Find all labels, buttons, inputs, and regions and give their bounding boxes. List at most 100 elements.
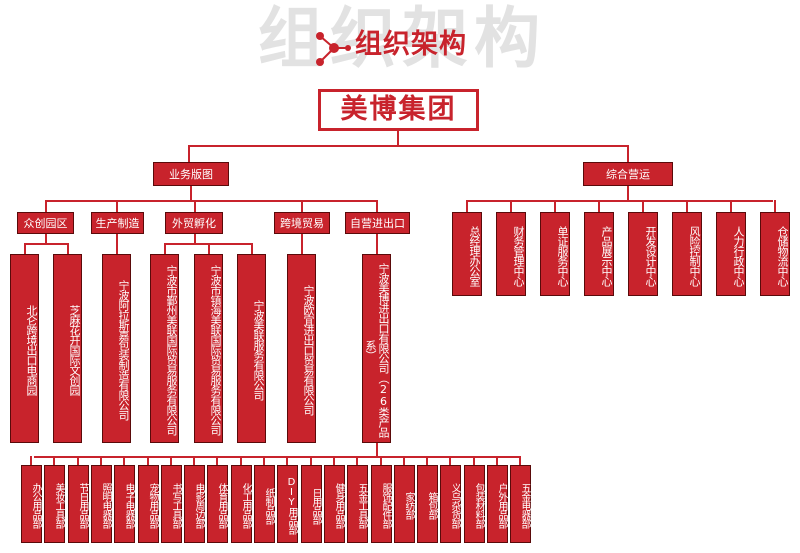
connector-line: [208, 243, 210, 255]
connector-line: [194, 234, 196, 244]
connector-line: [67, 243, 69, 255]
connector-line: [449, 456, 451, 466]
connector-line: [380, 456, 382, 466]
department-box: 电影周边部: [184, 465, 205, 543]
connector-line: [263, 456, 265, 466]
connector-line: [24, 243, 26, 255]
business-map-box: 业务版图: [153, 162, 229, 186]
connector-line: [188, 145, 190, 163]
group-box: 自营进出口: [345, 212, 410, 234]
connector-line: [45, 200, 47, 213]
connector-line: [116, 200, 118, 213]
connector-line: [333, 456, 335, 466]
department-box: 体育用品部: [207, 465, 228, 543]
department-box: 义乌杂货部: [440, 465, 461, 543]
unit-box: 北仑跨境出口电商园: [10, 254, 39, 443]
department-box: 日用品部: [301, 465, 322, 543]
connector-line: [301, 200, 303, 213]
connector-line: [376, 200, 378, 213]
connector-line: [510, 200, 512, 213]
connector-line: [774, 200, 776, 213]
operations-center-box: 人力行政中心: [716, 212, 746, 296]
department-box: 服饰配件部: [371, 465, 392, 543]
connector-line: [194, 200, 196, 213]
connector-line: [376, 443, 378, 457]
connector-line: [310, 456, 312, 466]
connector-line: [376, 234, 378, 255]
unit-box: 宁波美联服务有限公司: [237, 254, 266, 443]
connector-line: [356, 456, 358, 466]
molecule-icon: [316, 32, 351, 66]
unit-box: 宁波阿拉斯嘉包装制造有限公司: [102, 254, 131, 443]
connector-line: [116, 234, 118, 255]
department-box: 节日用品部: [68, 465, 89, 543]
department-box: DIY用品部: [277, 465, 298, 543]
connector-line: [190, 186, 192, 201]
department-box: 书写工具部: [161, 465, 182, 543]
connector-line: [598, 200, 600, 213]
connector-line: [301, 234, 303, 255]
unit-box: 宁波欧宜进出口贸易有限公司: [287, 254, 316, 443]
group-box: 生产制造: [91, 212, 144, 234]
connector-line: [627, 186, 629, 201]
operations-center-box: 仓储物流中心: [760, 212, 790, 296]
operations-center-box: 总经理办公室: [452, 212, 482, 296]
connector-line: [188, 145, 628, 147]
unit-box: 宁波市镇海美联国际贸易服务有限公司: [194, 254, 223, 443]
department-box: 美妆工具部: [44, 465, 65, 543]
connector-line: [45, 234, 47, 244]
operations-center-box: 开发设计中心: [628, 212, 658, 296]
unit-box: 宁波市鄞州美联国际贸易服务有限公司: [150, 254, 179, 443]
connector-line: [473, 456, 475, 466]
company-name: 美博集团: [318, 89, 479, 131]
connector-line: [466, 200, 773, 202]
department-box: 包装材料部: [464, 465, 485, 543]
unit-box: 宁波美博进出口有限公司（26类产品系）: [362, 254, 391, 443]
connector-line: [554, 200, 556, 213]
connector-line: [53, 456, 55, 466]
department-box: 户外用品部: [487, 465, 508, 543]
group-box: 外贸孵化: [165, 212, 223, 234]
connector-line: [519, 456, 521, 466]
department-box: 家纺部: [394, 465, 415, 543]
connector-line: [426, 456, 428, 466]
department-box: 纸制品部: [254, 465, 275, 543]
department-box: 健身用品部: [324, 465, 345, 543]
connector-line: [397, 131, 399, 146]
connector-line: [466, 200, 468, 213]
connector-line: [240, 456, 242, 466]
group-box: 跨境贸易: [274, 212, 330, 234]
connector-line: [730, 200, 732, 213]
connector-line: [45, 200, 378, 202]
department-box: 五金工具部: [347, 465, 368, 543]
page-title: 组织架构: [355, 29, 467, 60]
connector-line: [216, 456, 218, 466]
connector-line: [170, 456, 172, 466]
connector-line: [251, 243, 253, 255]
department-box: 五金电器部: [510, 465, 531, 543]
connector-line: [24, 243, 68, 245]
connector-line: [164, 243, 166, 255]
department-box: 化工用品部: [231, 465, 252, 543]
connector-line: [286, 456, 288, 466]
connector-line: [30, 456, 32, 466]
department-box: 箱包部: [417, 465, 438, 543]
connector-line: [403, 456, 405, 466]
operations-center-box: 单证服务中心: [540, 212, 570, 296]
watermark-title: 组织架构: [258, 0, 546, 77]
connector-line: [147, 456, 149, 466]
operations-center-box: 风险控制中心: [672, 212, 702, 296]
connector-line: [193, 456, 195, 466]
department-box: 办公用品部: [21, 465, 42, 543]
operations-center-box: 财务管理中心: [496, 212, 526, 296]
connector-line: [123, 456, 125, 466]
connector-line: [77, 456, 79, 466]
connector-line: [496, 456, 498, 466]
connector-line: [34, 456, 521, 458]
connector-line: [100, 456, 102, 466]
department-box: 照明电器部: [91, 465, 112, 543]
group-box: 众创园区: [17, 212, 74, 234]
connector-line: [642, 200, 644, 213]
connector-line: [627, 145, 629, 163]
operations-box: 综合营运: [583, 162, 673, 186]
